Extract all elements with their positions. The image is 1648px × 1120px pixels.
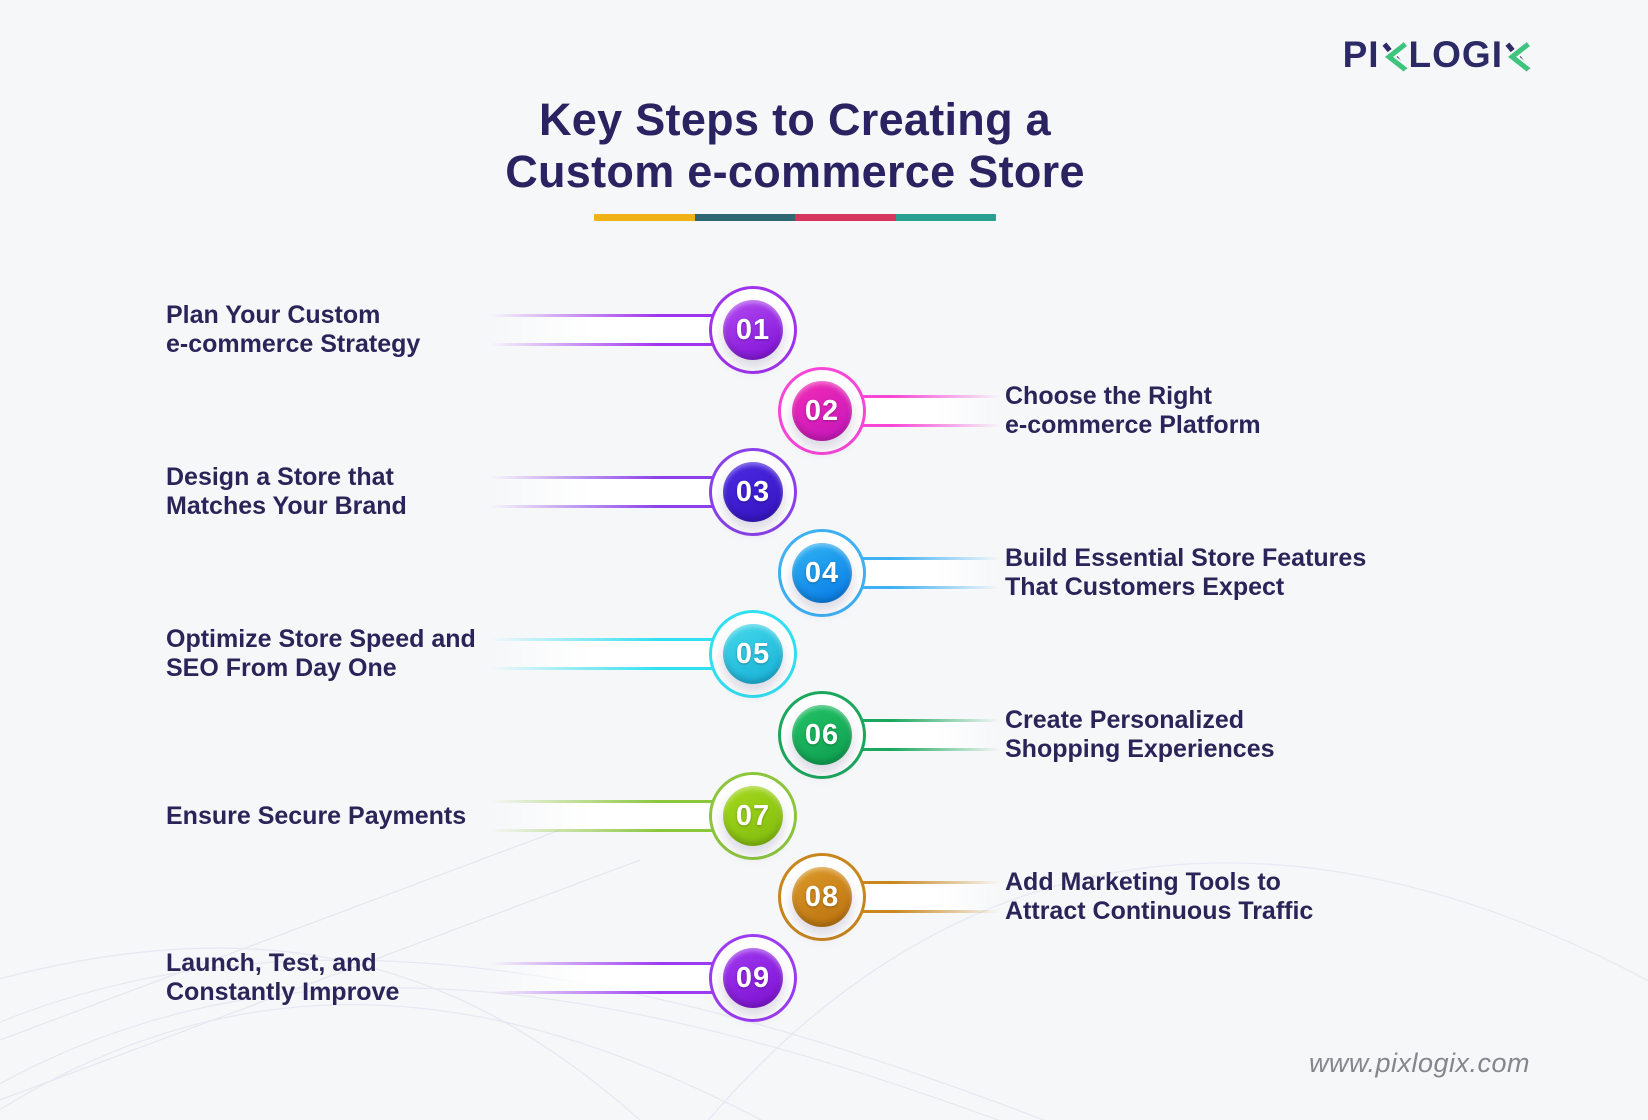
connector-band — [856, 560, 1000, 586]
step-circle: 03 — [723, 462, 783, 522]
step-circle: 09 — [723, 948, 783, 1008]
step-label: Plan Your Custom e-commerce Strategy — [166, 301, 421, 358]
connector-line-top — [490, 638, 716, 641]
connector-band — [490, 317, 716, 343]
logo-x-icon — [1381, 40, 1408, 72]
connector-line-bottom — [490, 829, 716, 832]
logo-text-pi: PI — [1342, 34, 1380, 75]
connector-line-bottom — [490, 991, 716, 994]
connector-band — [490, 803, 716, 829]
step-number: 05 — [735, 637, 771, 670]
logo-x-icon — [1504, 40, 1531, 72]
connector-line-top — [490, 314, 716, 317]
page-title: Key Steps to Creating a Custom e-commerc… — [505, 94, 1085, 197]
step-circle: 08 — [792, 867, 852, 927]
connector-band — [490, 965, 716, 991]
connector-band — [490, 641, 716, 667]
step-circle: 02 — [792, 381, 852, 441]
connector-line-top — [856, 395, 1000, 398]
connector-line-top — [856, 557, 1000, 560]
connector-line-bottom — [856, 586, 1000, 589]
logo-text-logi: LOGI — [1408, 34, 1503, 75]
connector-line-bottom — [856, 424, 1000, 427]
step-label: Create Personalized Shopping Experiences — [1005, 706, 1275, 763]
pixlogix-logo: PI LOGI — [1343, 34, 1532, 76]
connector-line-top — [490, 476, 716, 479]
step-circle: 07 — [723, 786, 783, 846]
step-label: Choose the Right e-commerce Platform — [1005, 382, 1261, 439]
step-circle: 04 — [792, 543, 852, 603]
step-label: Optimize Store Speed and SEO From Day On… — [166, 625, 476, 682]
website-url: www.pixlogix.com — [1308, 1048, 1530, 1078]
connector-line-top — [856, 881, 1000, 884]
connector-line-top — [490, 800, 716, 803]
connector-band — [490, 479, 716, 505]
divider-segment — [694, 214, 795, 221]
step-label: Ensure Secure Payments — [166, 801, 467, 830]
step-number: 02 — [804, 394, 840, 427]
step-label: Add Marketing Tools to Attract Continuou… — [1005, 868, 1314, 925]
divider-segment — [795, 214, 896, 221]
step-circle: 01 — [723, 300, 783, 360]
step-number: 08 — [804, 880, 840, 913]
title-divider — [594, 214, 996, 221]
connector-band — [856, 398, 1000, 424]
step-label: Launch, Test, and Constantly Improve — [166, 949, 400, 1006]
step-number: 07 — [735, 799, 771, 832]
divider-segment — [895, 214, 996, 221]
connector-line-bottom — [490, 505, 716, 508]
connector-line-bottom — [856, 910, 1000, 913]
divider-segment — [594, 214, 695, 221]
connector-line-top — [490, 962, 716, 965]
connector-line-bottom — [490, 667, 716, 670]
connector-band — [856, 722, 1000, 748]
header: Key Steps to Creating a Custom e-commerc… — [0, 94, 1590, 221]
step-number: 06 — [804, 718, 840, 751]
step-label: Build Essential Store Features That Cust… — [1005, 544, 1367, 601]
step-circle: 06 — [792, 705, 852, 765]
step-number: 01 — [735, 313, 771, 346]
step-circle: 05 — [723, 624, 783, 684]
step-number: 03 — [735, 475, 771, 508]
connector-line-top — [856, 719, 1000, 722]
connector-line-bottom — [490, 343, 716, 346]
step-label: Design a Store that Matches Your Brand — [166, 463, 407, 520]
connector-line-bottom — [856, 748, 1000, 751]
connector-band — [856, 884, 1000, 910]
step-number: 04 — [804, 556, 840, 589]
step-number: 09 — [735, 961, 771, 994]
